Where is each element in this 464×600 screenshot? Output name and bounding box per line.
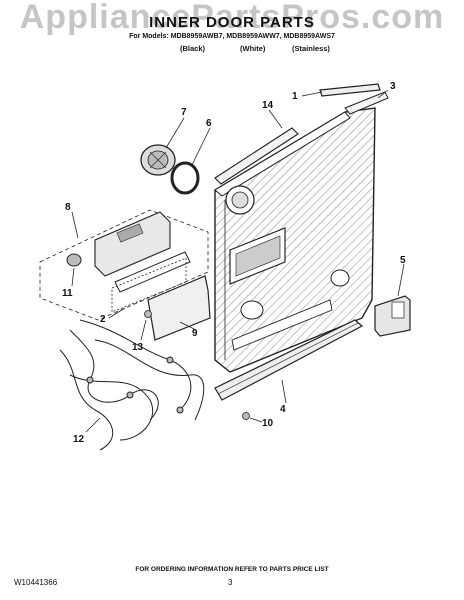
callout-4: 4 <box>280 404 286 415</box>
bottom-screw <box>242 412 250 420</box>
control-knob <box>66 253 82 267</box>
color-stainless: (Stainless) <box>292 44 330 53</box>
vent-strip <box>214 127 299 185</box>
callout-labels: 1 2 3 4 5 6 7 8 9 10 11 12 13 14 <box>62 81 406 445</box>
callout-10: 10 <box>262 418 274 429</box>
callout-1: 1 <box>292 91 298 102</box>
callout-13: 13 <box>132 342 144 353</box>
document-number: W10441366 <box>14 578 58 587</box>
leader-lines <box>71 89 405 433</box>
page-title: INNER DOOR PARTS <box>149 14 315 31</box>
inner-door-panel <box>214 107 376 373</box>
top-door-strip <box>319 83 381 97</box>
callout-9: 9 <box>192 328 198 339</box>
callout-2: 2 <box>100 314 106 325</box>
callout-5: 5 <box>400 255 406 266</box>
callout-3: 3 <box>390 81 396 92</box>
watermark: AppliancePartsPros.com <box>19 0 445 36</box>
control-board <box>147 275 211 341</box>
callout-14: 14 <box>262 100 274 111</box>
callout-8: 8 <box>65 202 71 213</box>
callout-6: 6 <box>206 118 212 129</box>
control-gasket <box>111 251 191 313</box>
callout-11: 11 <box>62 288 73 299</box>
screw <box>144 310 152 318</box>
door-trim-rail <box>344 91 389 115</box>
callout-7: 7 <box>181 107 187 118</box>
door-bracket <box>374 295 411 337</box>
callout-12: 12 <box>73 434 85 445</box>
color-white: (White) <box>240 44 266 53</box>
vent-gasket <box>170 161 200 195</box>
vent-cap <box>140 144 176 176</box>
bottom-door-rail <box>214 319 364 401</box>
ordering-note: FOR ORDERING INFORMATION REFER TO PARTS … <box>135 566 329 573</box>
page-number: 3 <box>228 578 233 587</box>
wire-harness <box>59 319 205 451</box>
models-line: For Models: MDB8959AWB7, MDB8959AWW7, MD… <box>129 33 335 40</box>
control-housing <box>39 209 209 321</box>
color-black: (Black) <box>180 44 206 53</box>
